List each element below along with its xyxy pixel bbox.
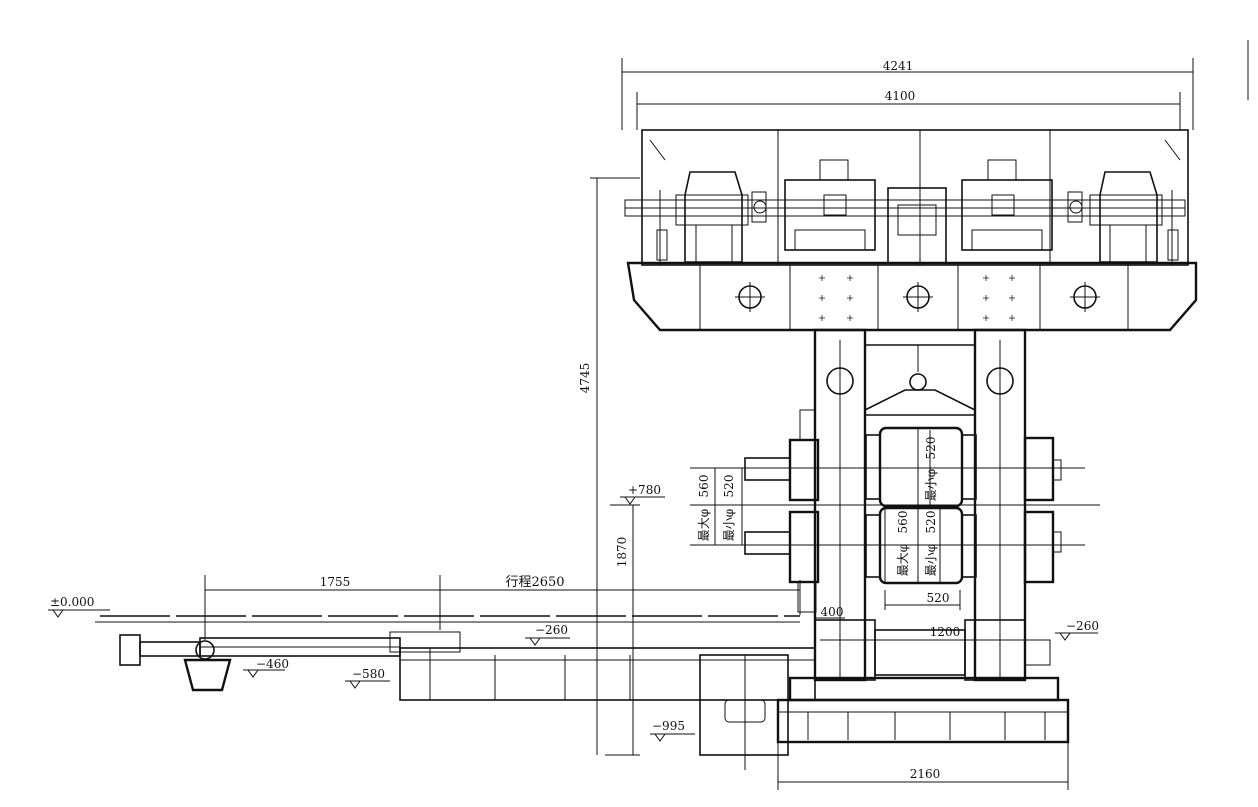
right-chocks	[1023, 436, 1062, 584]
dim-1870: 1870	[615, 537, 629, 568]
level-minus-260-center: −260	[535, 623, 568, 637]
level-minus-995: −995	[652, 719, 685, 733]
base-dimension	[777, 742, 1069, 790]
level-markers	[48, 496, 1098, 742]
label-center-max-mid: 最大φ	[896, 544, 910, 576]
label-center-520-lower: 520	[924, 511, 938, 534]
level-minus-260-right: −260	[1066, 619, 1099, 633]
label-center-560-mid: 560	[896, 511, 910, 534]
left-chocks	[744, 409, 820, 613]
level-plus-780: +780	[628, 483, 661, 497]
label-left-520-top: 520	[722, 475, 736, 498]
label-left-560-top: 560	[697, 475, 711, 498]
roll-centerlines	[690, 467, 1100, 546]
top-housing	[624, 129, 1189, 266]
dim-1200: 1200	[930, 625, 961, 639]
level-zero: ±0.000	[50, 595, 94, 609]
label-center-min-lower: 最小φ	[924, 544, 938, 576]
dim-travel-2650: 行程2650	[505, 575, 564, 590]
dim-4745: 4745	[578, 363, 592, 394]
upper-roll	[865, 426, 977, 508]
roller-table	[95, 615, 816, 770]
dim-520: 520	[927, 591, 950, 605]
label-left-min-top: 最小φ	[722, 509, 736, 541]
top-dimension-lines	[621, 40, 1249, 130]
level-minus-460: −460	[256, 657, 289, 671]
cross-beam	[626, 261, 1198, 332]
vertical-dimensions	[590, 177, 941, 756]
dim-4241: 4241	[883, 59, 914, 73]
lower-frame	[776, 619, 1070, 744]
dim-2160: 2160	[910, 767, 941, 781]
push-cylinder	[119, 631, 461, 692]
label-center-520-upper: 520	[924, 437, 938, 460]
dim-400: 400	[821, 605, 844, 619]
level-minus-580: −580	[352, 667, 385, 681]
dim-4100: 4100	[885, 89, 916, 103]
dim-1755: 1755	[320, 575, 351, 589]
label-left-max-top: 最大φ	[697, 509, 711, 541]
label-center-min-upper: 最小φ	[924, 469, 938, 501]
horizontal-dimensions	[204, 575, 1030, 641]
